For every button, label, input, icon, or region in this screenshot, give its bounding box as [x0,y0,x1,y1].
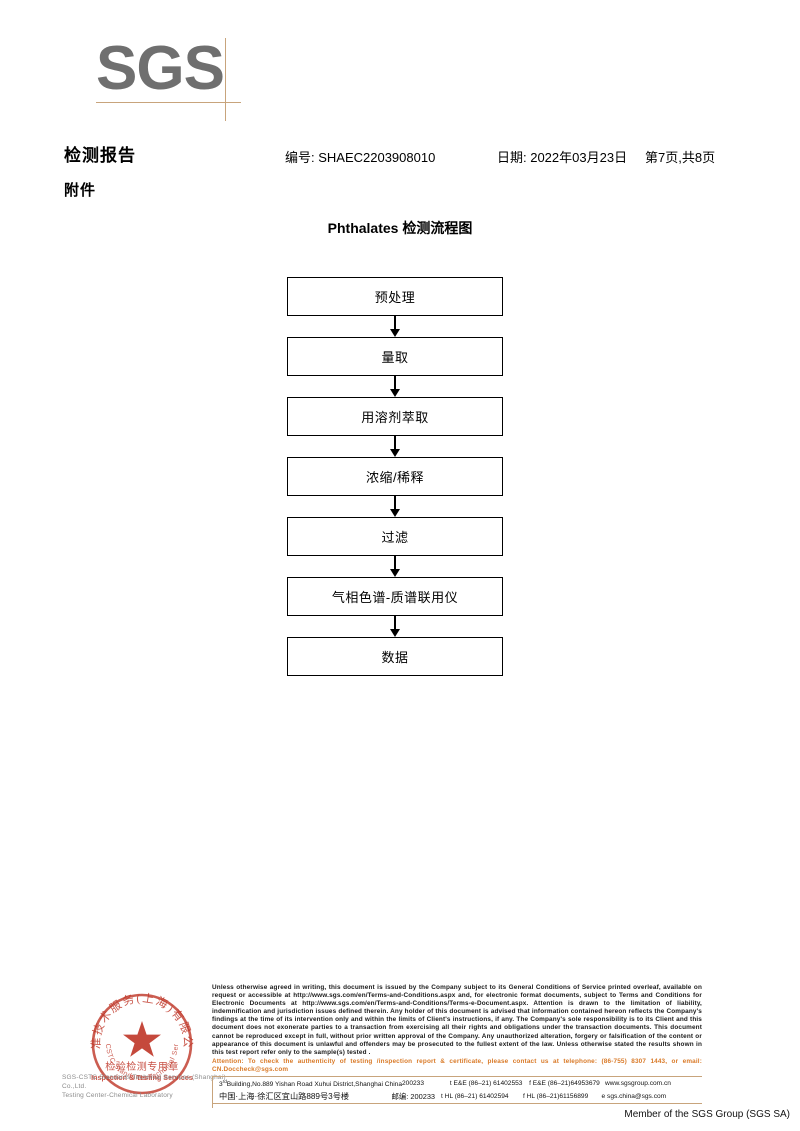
flow-step: 浓缩/稀释 [287,457,503,496]
logo-vertical-rule [225,38,226,121]
flow-arrow-icon [287,436,503,457]
logo-horizontal-rule [96,102,241,103]
flow-step: 数据 [287,637,503,676]
page-counter: 第7页,共8页 [645,150,716,165]
sgs-logo: SGS [96,38,296,128]
seal-caption-line2: Testing Center-Chemical Laboratory [62,1092,173,1099]
flowchart-title: Phthalates 检测流程图 [327,220,473,236]
flow-box-pretreatment: 预处理 [287,277,503,316]
legal-body: Unless otherwise agreed in writing, this… [212,984,702,1056]
flow-step: 气相色谱-质谱联用仪 [287,577,503,616]
website-url[interactable]: www.sgsgroup.com.cn [604,1080,671,1087]
address-rule-left [212,1076,213,1108]
sgs-group-member-note: Member of the SGS Group (SGS SA) [624,1109,790,1120]
svg-text:检验检测专用章: 检验检测专用章 [105,1060,179,1073]
flow-box-solvent-extraction: 用溶剂萃取 [287,397,503,436]
page-subtitle: 附件 [64,182,97,199]
email-address[interactable]: e sgs.china@sgs.com [601,1093,667,1100]
company-seal-stamp: 标准技术服务(上海)有限公司 SGS-CSTC Standards Techni… [86,988,198,1100]
telephone-hl: t HL (86–21) 61402594 [441,1093,509,1100]
report-number: 编号: SHAEC2203908010 [285,150,436,165]
flow-box-filtration: 过滤 [287,517,503,556]
seal-caption: SGS-CSTC Standards Technical Services (S… [62,1073,237,1100]
address-block: 3rdBuilding,No.889 Yishan Road Xuhui Dis… [219,1077,704,1103]
flow-box-data: 数据 [287,637,503,676]
address-rule-top [212,1076,702,1077]
flow-step: 量取 [287,337,503,376]
flow-arrow-icon [287,556,503,577]
address-en-text: Building,No.889 Yishan Road Xuhui Distri… [226,1081,402,1089]
fax-ee: f E&E (86–21)64953679 [529,1080,600,1087]
postal-code-en: 200233 [402,1080,425,1087]
flow-box-gcms: 气相色谱-质谱联用仪 [287,577,503,616]
legal-attention-notice[interactable]: Attention: To check the authenticity of … [212,1057,702,1073]
address-row-cn: 中国·上海·徐汇区宜山路889号3号楼 邮编: 200233 t HL (86–… [219,1090,704,1103]
legal-disclaimer: Unless otherwise agreed in writing, this… [212,984,702,1074]
seal-caption-line1: SGS-CSTC Standards Technical Services (S… [62,1074,226,1090]
telephone-ee: t E&E (86–21) 61402553 [449,1080,523,1087]
flow-arrow-icon [287,616,503,637]
flow-arrow-icon [287,316,503,337]
postal-code-cn: 邮编: 200233 [391,1092,436,1101]
flow-step: 用溶剂萃取 [287,397,503,436]
sgs-logo-text: SGS [96,34,225,103]
report-date: 日期: 2022年03月23日 [497,150,628,165]
flow-arrow-icon [287,496,503,517]
flow-step: 预处理 [287,277,503,316]
page-title: 检测报告 [64,146,136,165]
flow-box-concentration-dilution: 浓缩/稀释 [287,457,503,496]
fax-hl: f HL (86–21)61156899 [522,1093,589,1100]
address-number-prefix: 3 [219,1081,223,1089]
address-en: 3rdBuilding,No.889 Yishan Road Xuhui Dis… [219,1075,402,1091]
flow-box-measure: 量取 [287,337,503,376]
address-ordinal-suffix: rd [222,1079,227,1085]
address-cn: 中国·上海·徐汇区宜山路889号3号楼 [219,1092,350,1101]
flowchart: 预处理 量取 用溶剂萃取 浓缩/稀释 过滤 气相色谱-质谱联 [287,277,503,676]
svg-text:Inspection & Testing Services: Inspection & Testing Services [91,1073,193,1082]
address-row-en: 3rdBuilding,No.889 Yishan Road Xuhui Dis… [219,1077,704,1090]
flow-arrow-icon [287,376,503,397]
flow-step: 过滤 [287,517,503,556]
address-rule-bottom [212,1103,702,1104]
